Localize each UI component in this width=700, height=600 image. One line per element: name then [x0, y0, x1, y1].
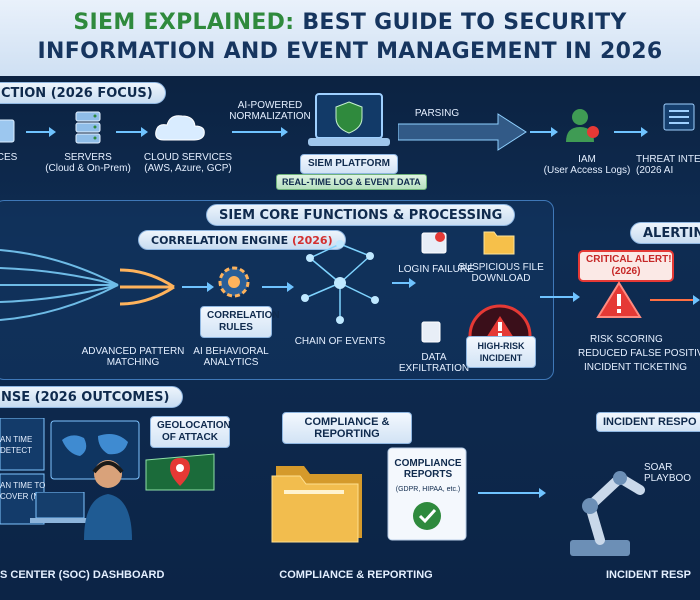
pattern-funnel-icon [118, 262, 178, 312]
page-title-line-2: INFORMATION AND EVENT MANAGEMENT IN 2026 [37, 39, 663, 64]
source-devices-label: ICES ) [0, 152, 18, 163]
folders-icon [270, 452, 370, 544]
user-icon [564, 106, 600, 144]
laptop-shield-icon [306, 92, 392, 150]
geolocation-label: GEOLOCATION OF ATTACK [150, 416, 231, 448]
correlation-engine-year: (2026) [291, 234, 333, 247]
core-header: SIEM CORE FUNCTIONS & PROCESSING [206, 204, 516, 226]
source-cloud-label: CLOUD SERVICES (AWS, Azure, GCP) [143, 152, 233, 174]
soc-screen-icon [0, 417, 60, 528]
flow-arrow [392, 278, 416, 288]
login-failure-label: LOGIN FAILURE [398, 264, 474, 275]
soar-label: SOAR PLAYBOO [644, 462, 692, 484]
device-icon [0, 118, 18, 144]
title-rest: BEST GUIDE TO SECURITY [302, 10, 627, 35]
alert-arrow [650, 295, 700, 305]
alert-item-risk-scoring: RISK SCORING [590, 334, 663, 345]
cloud-icon [152, 110, 208, 146]
source-servers-label: SERVERS (Cloud & On-Prem) [45, 152, 131, 174]
iam-label: IAM (User Access Logs) [543, 154, 631, 176]
threat-intel-label: THREAT INTE (2026 AI [636, 154, 700, 176]
compliance-caption: COMPLIANCE & REPORTING [279, 569, 433, 581]
folder-icon [482, 226, 516, 256]
compliance-report-icon [386, 446, 470, 542]
analyst-headset-icon [78, 452, 138, 542]
laptop-icon [30, 491, 90, 524]
title-band: SIEM EXPLAINED: BEST GUIDE TO SECURITY I… [0, 0, 700, 76]
soc-caption: S CENTER (SOC) DASHBOARD [0, 569, 165, 581]
ai-normalization-label: AI-POWERED NORMALIZATION [229, 100, 311, 122]
map-pin-icon [142, 450, 218, 494]
ai-behavioral-label: AI BEHAVIORAL ANALYTICS [193, 346, 269, 368]
compliance-doc-label: COMPLIANCE REPORTS [394, 458, 462, 480]
flow-arrow [614, 127, 648, 137]
realtime-tag: REAL-TIME LOG & EVENT DATA [276, 174, 427, 190]
alerting-header: ALERTING [630, 222, 700, 244]
gear-icon [214, 262, 254, 302]
page-title-line-1: SIEM EXPLAINED: BEST GUIDE TO SECURITY [0, 8, 700, 37]
data-stream-icon [0, 230, 120, 340]
response-header: NSE (2026 OUTCOMES) [0, 386, 183, 408]
flow-arrow [540, 292, 580, 302]
alert-item-false-positive: REDUCED FALSE POSITIVE [578, 348, 700, 359]
flow-arrow [116, 127, 148, 137]
data-exfiltration-label: DATA EXFILTRATION [398, 352, 470, 374]
suspicious-file-label: SUSPICIOUS FILE DOWNLOAD [458, 262, 544, 284]
soc-metric-1: AN TIME DETECT [0, 435, 33, 455]
title-accent: SIEM EXPLAINED: [73, 10, 295, 35]
flow-arrow [478, 488, 546, 498]
compliance-doc-sub: (GDPR, HIPAA, etc.) [395, 486, 461, 493]
incident-header: INCIDENT RESPO [596, 412, 700, 432]
alarm-icon [594, 280, 644, 320]
flow-arrow [182, 282, 214, 292]
flow-arrow [232, 127, 288, 137]
collection-header: CTION (2026 FOCUS) [0, 82, 166, 104]
alert-item-ticketing: INCIDENT TICKETING [584, 362, 687, 373]
siem-platform-label: SIEM PLATFORM [300, 154, 398, 174]
threat-intel-icon [660, 102, 700, 138]
login-failure-icon [420, 230, 448, 256]
chain-of-events-label: CHAIN OF EVENTS [294, 336, 386, 347]
flow-arrow [26, 127, 56, 137]
correlation-rules-label: CORRELATION RULES [200, 306, 280, 338]
high-risk-label: HIGH-RISK INCIDENT [466, 336, 536, 368]
compliance-header: COMPLIANCE & REPORTING [282, 412, 412, 444]
correlation-engine-label: CORRELATION ENGINE [151, 234, 289, 247]
incident-caption: INCIDENT RESP [606, 569, 691, 581]
network-graph-icon [290, 238, 390, 328]
server-icon [70, 110, 106, 146]
flow-arrow [530, 127, 558, 137]
parsing-label: PARSING [414, 108, 460, 119]
robot-arm-icon [556, 440, 656, 560]
advanced-pattern-label: ADVANCED PATTERN MATCHING [81, 346, 185, 368]
flow-arrow [262, 282, 294, 292]
critical-alert-badge: CRITICAL ALERT! (2026) [578, 250, 674, 282]
document-icon [418, 320, 446, 344]
parsing-arrow-icon [397, 112, 528, 152]
correlation-engine-header: CORRELATION ENGINE (2026) [138, 230, 346, 250]
